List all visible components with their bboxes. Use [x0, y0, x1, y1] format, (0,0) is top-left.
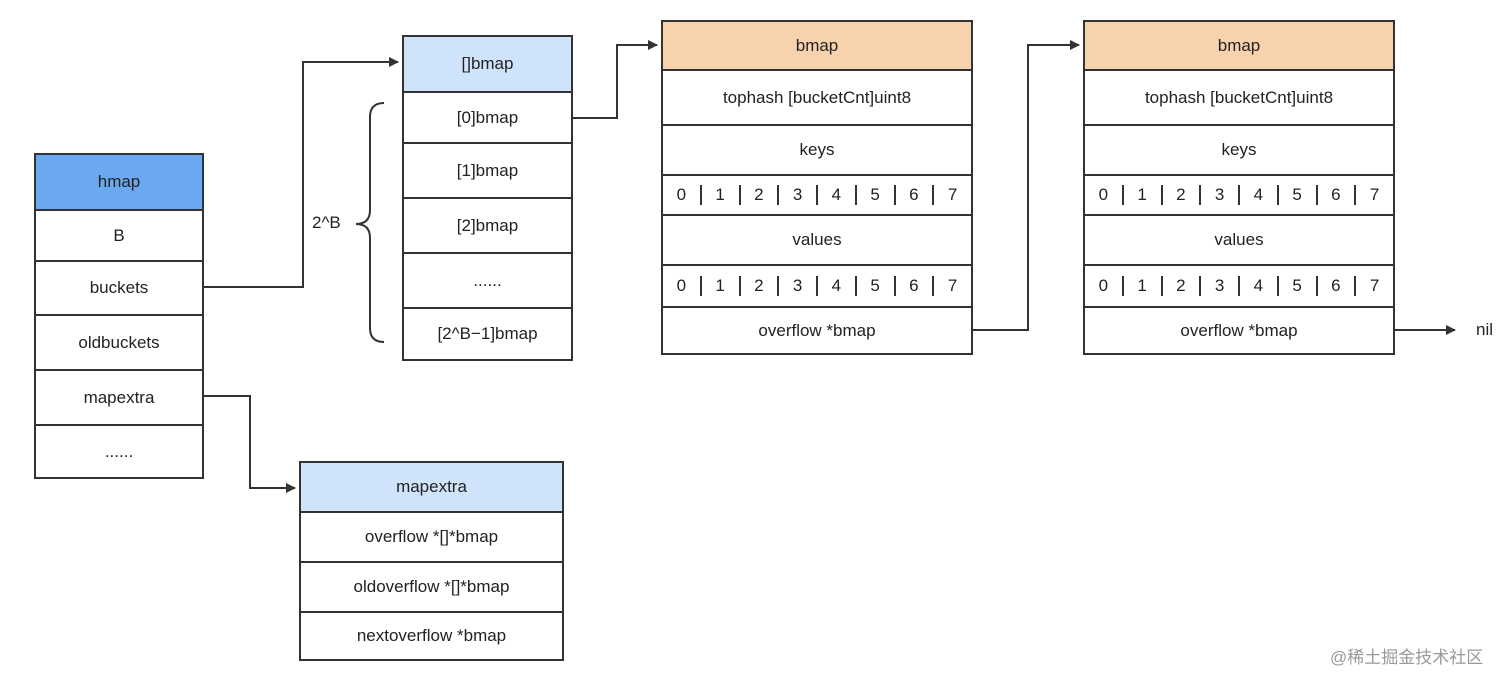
- arrow-overflow-to-bmap: [973, 40, 1080, 331]
- bucket-item-ellipsis: ......: [404, 254, 571, 309]
- hmap-field-oldbuckets: oldbuckets: [36, 316, 202, 371]
- mapextra-field-nextoverflow: nextoverflow *bmap: [356, 626, 507, 645]
- arrow-mapextra-to-struct: [204, 395, 296, 493]
- mapextra-struct: mapextra overflow *[]*bmap oldoverflow *…: [299, 461, 564, 661]
- value-slot: 4: [1240, 276, 1279, 296]
- value-slot: 3: [779, 276, 818, 296]
- key-slot: 1: [702, 185, 741, 205]
- value-slot: 3: [1201, 276, 1240, 296]
- key-slot: 5: [857, 185, 896, 205]
- value-slot: 6: [1318, 276, 1357, 296]
- bmap-first-value-slots: 0 1 2 3 4 5 6 7: [663, 266, 971, 308]
- value-slot: 7: [1369, 276, 1380, 295]
- bucket-item-2: [2]bmap: [404, 199, 571, 254]
- bmap-second-key-slots: 0 1 2 3 4 5 6 7: [1085, 176, 1393, 216]
- bucket-array-header: []bmap: [404, 37, 571, 93]
- brace-label: 2^B: [312, 213, 341, 232]
- value-slot: 2: [741, 276, 780, 296]
- hmap-field-ellipsis: ......: [104, 441, 134, 461]
- value-slot: 5: [857, 276, 896, 296]
- bmap-first-header: bmap: [663, 22, 971, 71]
- mapextra-header: mapextra: [301, 463, 562, 513]
- hmap-field-mapextra: mapextra: [36, 371, 202, 426]
- bmap-first-key-slots: 0 1 2 3 4 5 6 7: [663, 176, 971, 216]
- value-slot: 7: [947, 276, 958, 295]
- key-slot: 0: [663, 185, 702, 205]
- arrow-buckets-to-array: [204, 57, 399, 288]
- key-slot: 1: [1124, 185, 1163, 205]
- value-slot: 0: [663, 276, 702, 296]
- bmap-first-values-label: values: [663, 216, 971, 266]
- value-slot: 0: [1085, 276, 1124, 296]
- bmap-first-tophash: tophash [bucketCnt]uint8: [663, 71, 971, 126]
- key-slot: 4: [818, 185, 857, 205]
- key-slot: 2: [1163, 185, 1202, 205]
- key-slot: 4: [1240, 185, 1279, 205]
- mapextra-field-oldoverflow: oldoverflow *[]*bmap: [301, 563, 562, 613]
- value-slot: 2: [1163, 276, 1202, 296]
- key-slot: 3: [779, 185, 818, 205]
- bmap-second-value-slots: 0 1 2 3 4 5 6 7: [1085, 266, 1393, 308]
- bmap-first-overflow: overflow *bmap: [758, 320, 876, 340]
- bmap-second-overflow: overflow *bmap: [1180, 320, 1298, 340]
- hmap-struct: hmap B buckets oldbuckets mapextra .....…: [34, 153, 204, 479]
- bmap-second: bmap tophash [bucketCnt]uint8 keys 0 1 2…: [1083, 20, 1395, 355]
- value-slot: 5: [1279, 276, 1318, 296]
- bmap-second-tophash: tophash [bucketCnt]uint8: [1085, 71, 1393, 126]
- hmap-field-b: B: [36, 211, 202, 262]
- value-slot: 1: [1124, 276, 1163, 296]
- value-slot: 4: [818, 276, 857, 296]
- bmap-first: bmap tophash [bucketCnt]uint8 keys 0 1 2…: [661, 20, 973, 355]
- arrow-bucket0-to-bmap: [573, 40, 658, 119]
- bmap-first-keys-label: keys: [663, 126, 971, 176]
- value-slot: 6: [896, 276, 935, 296]
- bucket-item-1: [1]bmap: [404, 144, 571, 199]
- bucket-array: []bmap [0]bmap [1]bmap [2]bmap ...... [2…: [402, 35, 573, 361]
- mapextra-field-overflow: overflow *[]*bmap: [301, 513, 562, 563]
- key-slot: 5: [1279, 185, 1318, 205]
- bmap-second-keys-label: keys: [1085, 126, 1393, 176]
- bucket-item-last: [2^B−1]bmap: [437, 324, 538, 343]
- key-slot: 6: [1318, 185, 1357, 205]
- nil-label: nil: [1476, 320, 1494, 339]
- bmap-second-header: bmap: [1085, 22, 1393, 71]
- bucket-item-0: [0]bmap: [404, 93, 571, 144]
- brace-icon: [355, 102, 385, 343]
- key-slot: 2: [741, 185, 780, 205]
- hmap-header: hmap: [36, 155, 202, 211]
- key-slot: 7: [947, 185, 958, 204]
- key-slot: 7: [1369, 185, 1380, 204]
- watermark: @稀土掘金技术社区: [1330, 648, 1484, 667]
- hmap-field-buckets: buckets: [36, 262, 202, 316]
- key-slot: 6: [896, 185, 935, 205]
- key-slot: 3: [1201, 185, 1240, 205]
- key-slot: 0: [1085, 185, 1124, 205]
- value-slot: 1: [702, 276, 741, 296]
- bmap-second-values-label: values: [1085, 216, 1393, 266]
